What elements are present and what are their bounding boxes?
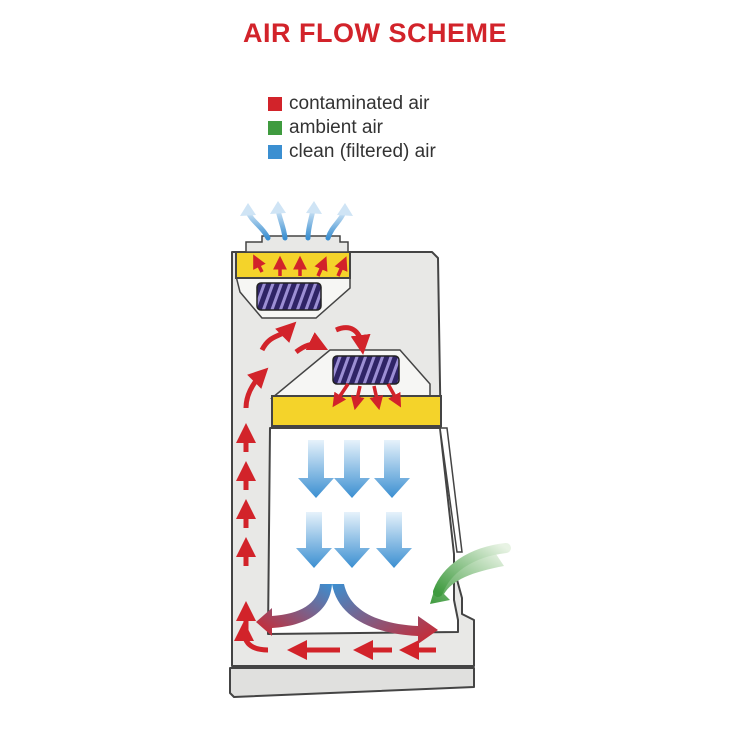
exhaust-fan	[256, 282, 322, 311]
up-arrowhead	[270, 201, 286, 214]
legend-item-ambient-air: ambient air	[268, 116, 436, 140]
exhaust-filter	[235, 251, 351, 279]
exhaust-clean-air-arrows	[245, 207, 347, 241]
legend-swatch-ambient	[268, 121, 282, 135]
legend-item-contaminated-air: contaminated air	[268, 92, 436, 116]
downflow-filter-red-arrows	[332, 383, 402, 411]
rear-plenum-red-arrows	[236, 321, 371, 630]
front-sash	[439, 427, 463, 553]
ambient-air-arrow-body	[433, 543, 511, 597]
exhaust-cap	[245, 235, 349, 253]
up-arrowhead	[240, 203, 256, 216]
legend-item-clean-air: clean (filtered) air	[268, 140, 436, 164]
curved-arrow-left	[256, 584, 332, 636]
up-arrowhead	[306, 201, 322, 214]
diagram-title: AIR FLOW SCHEME	[243, 18, 507, 48]
downflow-clean-air-arrows	[296, 440, 412, 568]
downflow-filter	[271, 395, 442, 427]
work-chamber	[267, 427, 459, 635]
legend-swatch-clean	[268, 145, 282, 159]
legend-label: clean (filtered) air	[289, 141, 436, 162]
ambient-air-arrow	[430, 554, 504, 604]
downflow-fan	[332, 355, 400, 385]
cabinet-base	[229, 667, 475, 698]
up-arrowhead	[337, 203, 353, 216]
exhaust-filter-red-arrows	[253, 254, 348, 277]
legend: contaminated air ambient air clean (filt…	[268, 92, 436, 164]
floor-return-red-arrows	[234, 621, 436, 660]
legend-swatch-contaminated	[268, 97, 282, 111]
curved-arrow-right	[332, 584, 438, 644]
legend-label: contaminated air	[289, 93, 430, 114]
legend-label: ambient air	[289, 117, 383, 138]
